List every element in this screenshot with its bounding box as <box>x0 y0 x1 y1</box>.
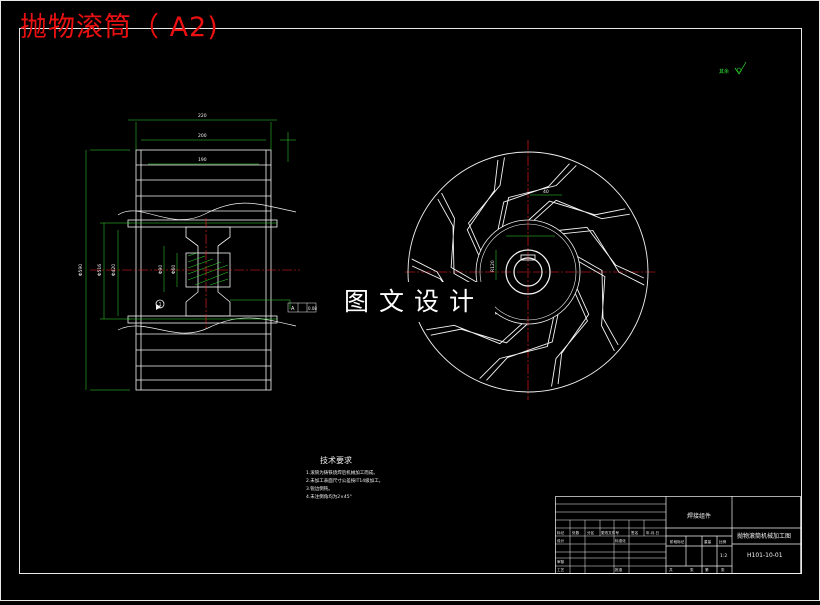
blade <box>528 199 630 221</box>
title-block <box>555 496 801 574</box>
technical-requirements-title: 技术要求 <box>320 456 352 465</box>
side-dimension-texts: 40 R120 <box>490 189 549 272</box>
label-process: 工艺 <box>557 567 565 572</box>
label-stage: 阶段标记 <box>670 539 685 544</box>
technical-requirements: 技术要求 1.滚筒为铸铁烧焊后机械加工而成。 2.未加工表面尺寸公差按IT14级… <box>306 455 383 502</box>
dim-inner-diameter: Φ420 <box>111 264 117 276</box>
label-scale: 比例 <box>719 539 727 544</box>
blade <box>426 323 528 345</box>
label-sheet-no: 第 <box>705 567 709 572</box>
balloon-number: 1 <box>159 302 162 308</box>
drum-outer-circle <box>407 151 649 393</box>
label-review: 审核 <box>557 559 565 564</box>
label-standardization: 标准化 <box>615 538 626 543</box>
blade <box>559 226 645 286</box>
dim-blade-radius: R120 <box>490 260 496 272</box>
dim-blade-offset: 40 <box>543 189 549 195</box>
label-sheet-end: 张 <box>721 567 725 572</box>
dim-overall-width: 220 <box>198 113 207 119</box>
title-block-texts: 焊接组件 抛物滚筒机械加工图 H101-10-01 1:2 标记 处数 分区 更… <box>557 512 791 572</box>
side-dimension-lines <box>495 194 562 280</box>
drawing-number: H101-10-01 <box>747 552 783 559</box>
rev-zone: 分区 <box>587 530 595 535</box>
blade <box>466 157 505 256</box>
roughness-check-icon <box>734 61 747 75</box>
roughness-label: 其余 <box>719 68 729 75</box>
blade <box>437 192 479 288</box>
requirement-item-4: 4.未注倒角均为2×45° <box>306 495 352 500</box>
keyway <box>520 254 536 261</box>
requirement-item-2: 2.未加工表面尺寸公差按IT14级加工。 <box>306 479 384 484</box>
dim-inner-width: 200 <box>198 133 207 139</box>
datum-label: A <box>291 306 295 312</box>
blade <box>479 314 559 381</box>
dim-bore-diameter: Φ60 <box>171 265 177 274</box>
requirement-item-1: 1.滚筒为铸铁烧焊后机械加工而成。 <box>306 471 378 476</box>
rev-mark: 标记 <box>557 530 565 535</box>
dim-blade-width: 190 <box>198 157 207 163</box>
watermark: 图文设计 <box>333 282 495 322</box>
hub-section <box>185 226 231 317</box>
tolerance-value: 0.08 <box>308 306 317 311</box>
hub-circle <box>505 249 551 295</box>
label-weight: 重量 <box>704 539 712 544</box>
bore-circle <box>513 257 543 287</box>
rev-count: 处数 <box>572 530 580 535</box>
hub-ring-inner <box>479 223 577 321</box>
front-dimension-texts: 220 200 190 Φ590 Φ516 Φ420 Φ90 Φ60 1 A 0… <box>78 113 317 312</box>
center-lines <box>90 140 655 400</box>
label-design: 设计 <box>557 538 565 543</box>
blade <box>551 288 590 387</box>
bottom-disk <box>127 315 278 324</box>
dim-hub-diameter: Φ90 <box>158 265 164 274</box>
label-total: 共 <box>669 567 673 572</box>
top-disk <box>127 219 278 228</box>
rev-doc: 更改文件号 <box>601 530 619 535</box>
scale-value: 1:2 <box>720 553 727 559</box>
dim-outer-diameter: Φ590 <box>78 264 84 276</box>
dim-disk-diameter: Φ516 <box>97 264 103 276</box>
roughness-symbol: 其余 <box>719 61 747 75</box>
drawing-name: 抛物滚筒机械加工图 <box>737 532 791 540</box>
rev-date: 年.月.日 <box>646 530 659 535</box>
blade <box>577 256 619 352</box>
requirement-item-3: 3.锐边倒钝。 <box>306 487 333 492</box>
material-text: 焊接组件 <box>687 512 711 520</box>
inner-frame <box>19 28 802 574</box>
page-title: 抛物滚筒（ A2) <box>20 12 219 43</box>
label-approve: 批准 <box>615 567 623 572</box>
hub-ring-outer <box>475 219 581 325</box>
rev-sign: 签名 <box>631 530 639 535</box>
blade <box>497 163 577 230</box>
label-sheet: 张 <box>690 567 694 572</box>
